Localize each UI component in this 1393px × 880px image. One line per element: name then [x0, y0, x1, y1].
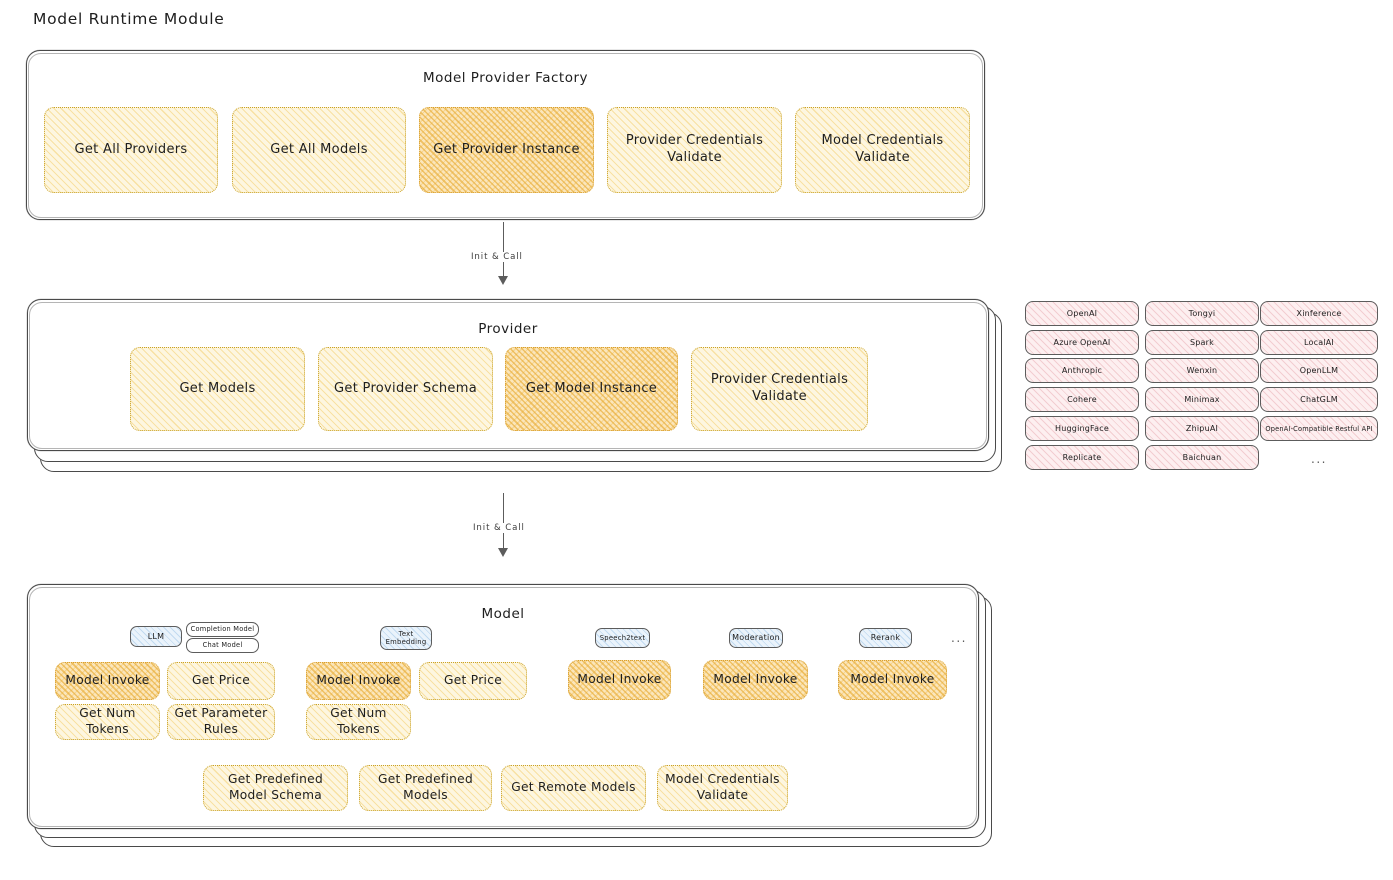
model-llm-method-get-num-tokens[interactable]: Get Num Tokens [55, 704, 160, 740]
provider-pill-localai[interactable]: LocalAI [1260, 330, 1378, 355]
provider-pill-zhipuai[interactable]: ZhipuAI [1145, 416, 1259, 441]
provider-list-more: ... [1311, 452, 1327, 466]
provider-method-get-model-instance[interactable]: Get Model Instance [505, 347, 678, 431]
provider-pill-xinference[interactable]: Xinference [1260, 301, 1378, 326]
provider-pill-spark[interactable]: Spark [1145, 330, 1259, 355]
provider-title: Provider [478, 321, 538, 337]
model-subtype-badge-chat-model[interactable]: Chat Model [186, 638, 259, 653]
page-title: Model Runtime Module [33, 10, 225, 28]
provider-method-get-provider-schema[interactable]: Get Provider Schema [318, 347, 493, 431]
provider-pill-openai[interactable]: OpenAI [1025, 301, 1139, 326]
provider-pill-cohere[interactable]: Cohere [1025, 387, 1139, 412]
model-type-badge-rerank[interactable]: Rerank [859, 628, 912, 648]
provider-pill-chatglm[interactable]: ChatGLM [1260, 387, 1378, 412]
model-provider-factory-title: Model Provider Factory [422, 70, 588, 86]
model-types-more: ... [951, 631, 967, 645]
model-text-embedding-method-get-price[interactable]: Get Price [419, 662, 527, 700]
model-title: Model [481, 606, 525, 622]
model-common-method-get-remote-models[interactable]: Get Remote Models [501, 765, 646, 811]
model-rerank-method-model-invoke[interactable]: Model Invoke [838, 660, 947, 700]
factory-method-get-all-models[interactable]: Get All Models [232, 107, 406, 193]
model-text-embedding-method-model-invoke[interactable]: Model Invoke [306, 662, 411, 700]
provider-pill-wenxin[interactable]: Wenxin [1145, 358, 1259, 383]
provider-pill-minimax[interactable]: Minimax [1145, 387, 1259, 412]
model-type-badge-speech2text[interactable]: Speech2text [595, 628, 650, 648]
model-subtype-badge-completion-model[interactable]: Completion Model [186, 622, 259, 637]
provider-pill-openai-compatible-restful-api[interactable]: OpenAI-Compatible Restful API [1260, 416, 1378, 441]
provider-pill-anthropic[interactable]: Anthropic [1025, 358, 1139, 383]
model-llm-method-get-price[interactable]: Get Price [167, 662, 275, 700]
arrow-2-label: Init & Call [470, 523, 528, 533]
model-text-embedding-method-get-num-tokens[interactable]: Get Num Tokens [306, 704, 411, 740]
provider-pill-replicate[interactable]: Replicate [1025, 445, 1139, 470]
model-llm-method-get-parameter-rules[interactable]: Get Parameter Rules [167, 704, 275, 740]
provider-pill-azure-openai[interactable]: Azure OpenAI [1025, 330, 1139, 355]
provider-method-get-models[interactable]: Get Models [130, 347, 305, 431]
model-common-method-model-credentials-validate[interactable]: Model Credentials Validate [657, 765, 788, 811]
factory-method-provider-credentials-validate[interactable]: Provider Credentials Validate [607, 107, 782, 193]
model-moderation-method-model-invoke[interactable]: Model Invoke [703, 660, 808, 700]
model-type-badge-moderation[interactable]: Moderation [729, 628, 783, 648]
provider-pill-openllm[interactable]: OpenLLM [1260, 358, 1378, 383]
arrow-1-head [498, 276, 508, 285]
model-common-method-get-predefined-models[interactable]: Get Predefined Models [359, 765, 492, 811]
provider-pill-tongyi[interactable]: Tongyi [1145, 301, 1259, 326]
model-speech2text-method-model-invoke[interactable]: Model Invoke [568, 660, 671, 700]
provider-pill-baichuan[interactable]: Baichuan [1145, 445, 1259, 470]
model-type-badge-llm[interactable]: LLM [130, 626, 182, 647]
model-common-method-get-predefined-model-schema[interactable]: Get Predefined Model Schema [203, 765, 348, 811]
factory-method-get-provider-instance[interactable]: Get Provider Instance [419, 107, 594, 193]
provider-pill-huggingface[interactable]: HuggingFace [1025, 416, 1139, 441]
model-llm-method-model-invoke[interactable]: Model Invoke [55, 662, 160, 700]
model-type-badge-text-embedding[interactable]: Text Embedding [380, 626, 432, 650]
factory-method-model-credentials-validate[interactable]: Model Credentials Validate [795, 107, 970, 193]
arrow-1-label: Init & Call [468, 252, 526, 262]
factory-method-get-all-providers[interactable]: Get All Providers [44, 107, 218, 193]
provider-method-provider-credentials-validate[interactable]: Provider Credentials Validate [691, 347, 868, 431]
arrow-2-head [498, 548, 508, 557]
